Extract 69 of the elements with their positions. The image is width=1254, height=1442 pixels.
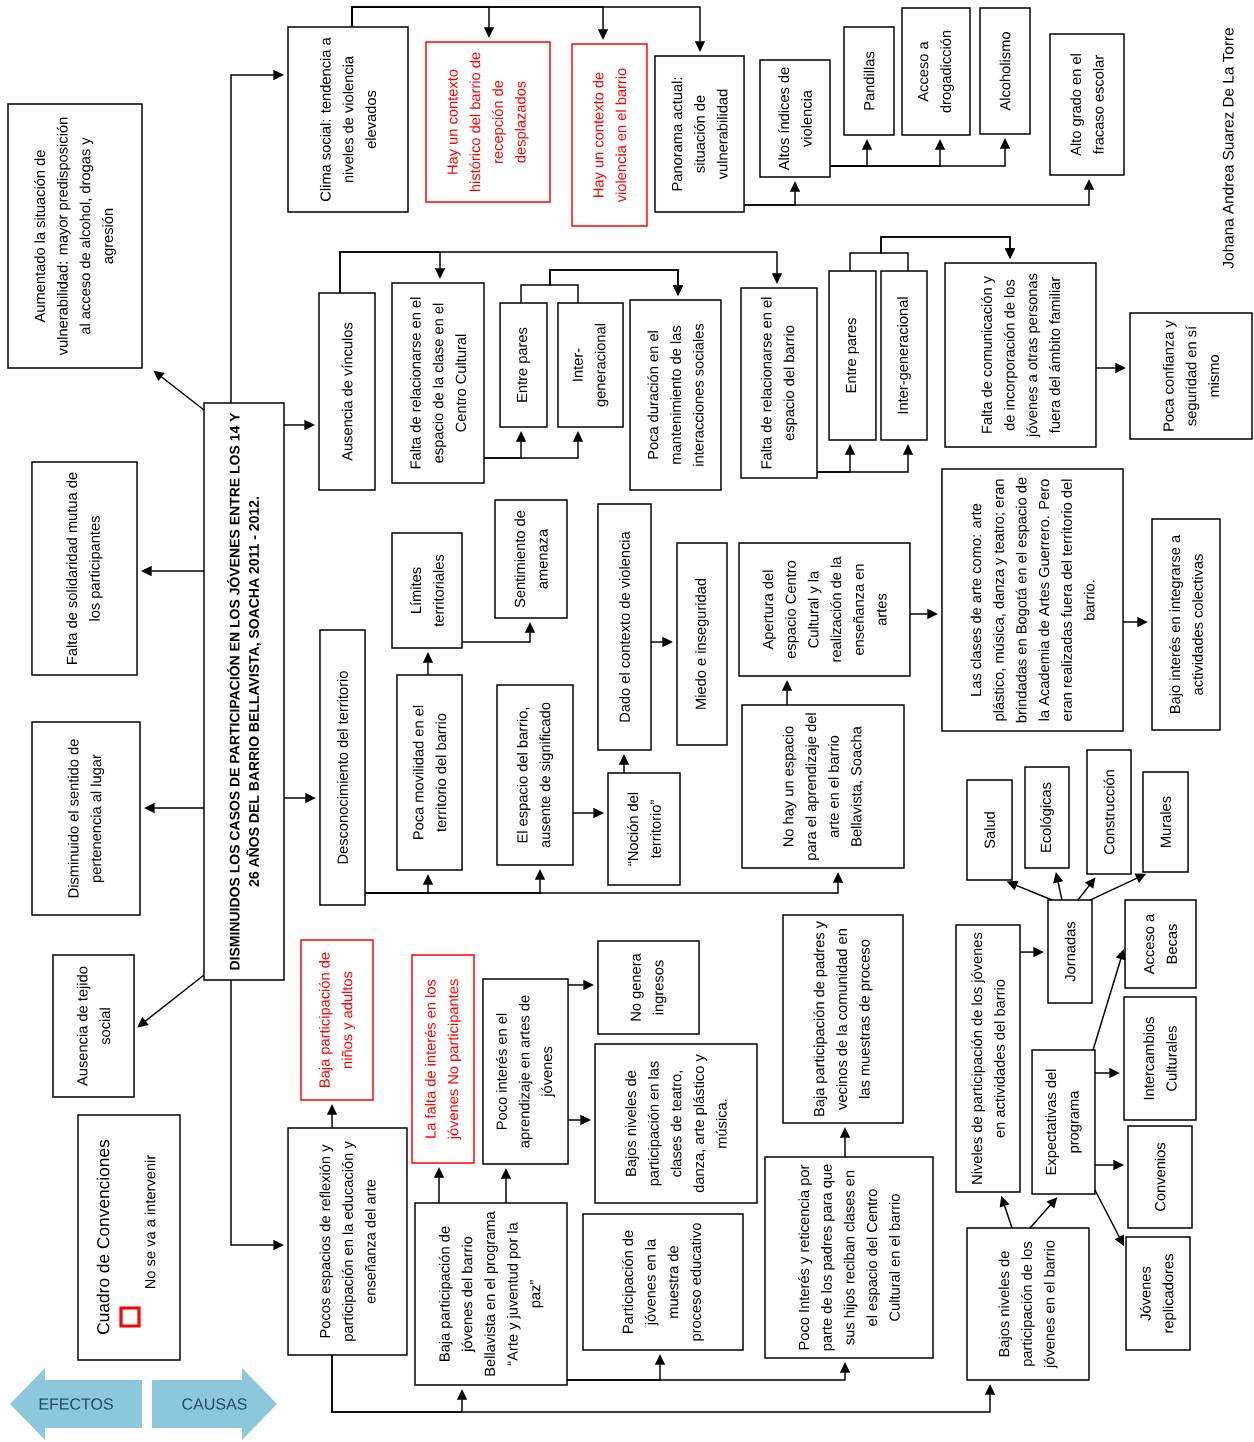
process-box: Poca movilidad en el territorio del barrio (396, 674, 463, 871)
process-box: Hay un contexto histórico del barrio de recepción de desplazados (425, 41, 551, 203)
process-box: Baja participación de padres y vecinos de la comunidad en las muestras de proceso (782, 914, 904, 1124)
arrow (137, 974, 205, 1028)
process-box: Bajo interés en integrarse a actividades colectivas (1151, 518, 1221, 731)
arrow (339, 251, 783, 294)
direction-banner: CAUSAS (152, 1368, 277, 1440)
process-box: Panorama actual: situación de vulnerabilidad (654, 55, 745, 213)
process-box: Poco interés en el aprendizaje en artes de jóvenes (482, 978, 569, 1165)
process-box: Poca duración en el mantenimiento de las interacciones sociales (629, 299, 722, 491)
process-box: Altos índices de violencia (759, 59, 831, 178)
author-name: Johana Andrea Suarez De La Torre (1222, 28, 1234, 269)
process-box: “Noción del territorio” (607, 772, 681, 886)
arrow (153, 370, 205, 411)
process-box: Falta de comunicación y de incorporación de los jóvenes a otras personas fuera del ámbito familiar (944, 262, 1097, 448)
process-box: Construcción (1086, 749, 1132, 875)
process-box: Baja participación de jóvenes del barrio Bellavista en el programa “Arte y juventud por la paz” (414, 1202, 568, 1386)
process-box: Ausencia de vínculos (318, 292, 376, 491)
legend-title: Cuadro de Convenciones (96, 1139, 110, 1334)
process-box: Alto grado en el fracaso escolar (1049, 33, 1125, 176)
process-box: Clima social: tendencia a niveles de violencia elevados (287, 26, 409, 213)
process-box: Convenios (1127, 1125, 1193, 1229)
problem-box: DISMINUIDOS LOS CASOS DE PARTICIPACIÓN EN LOS JÓVENES ENTRE LOS 14 Y 26 AÑOS DEL BARRIO BELLAVISTA, SOACHA 2011 - 2012. (203, 402, 285, 981)
process-box: Apertura del espacio Centro Cultural y la realización de la enseñanza en artes (738, 542, 911, 677)
process-box: Pocos espacios de reflexión y participación en la educación y enseñanza del arte (287, 1127, 408, 1356)
process-box: Sentimiento de amenaza (494, 499, 568, 619)
process-box: Acceso a Becas (1124, 899, 1197, 989)
process-box: Jornadas (1047, 899, 1093, 1004)
process-box: Intercambios Culturales (1123, 996, 1197, 1121)
process-box: No hay un espacio para el aprendizaje del arte en el barrio Bellavista, Soacha (741, 704, 905, 869)
process-box: Dado el contexto de violencia (597, 503, 652, 751)
process-box: Acceso a drogadicción (901, 7, 971, 136)
process-box: Entre pares (499, 302, 548, 428)
process-box: La falta de interés en los jóvenes No participantes (411, 954, 475, 1164)
process-box: Alcoholismo (979, 7, 1031, 135)
process-box: No genera ingresos (597, 940, 700, 1035)
process-box: Expectativas del programa (1031, 1049, 1096, 1195)
process-box: Desconocimiento del territorio (319, 629, 366, 906)
arrow (880, 236, 1016, 272)
effect-box: Disminuido el sentido de pertenencia al lugar (31, 721, 141, 916)
process-box: Poca confianza y seguridad en sí mismo (1129, 312, 1253, 440)
arrow (549, 269, 684, 304)
process-box: Murales (1142, 771, 1189, 873)
process-box: Niveles de participación de los jóvenes en actividades del barrio (955, 924, 1021, 1193)
process-box: Poco Interés y reticencia por parte de los padres para que sus hijos reciban clases en el espacio del Centro Cultural en el barrio (764, 1156, 934, 1359)
process-box: Salud (966, 779, 1013, 881)
effect-box: Falta de solidaridad mutua de los participantes (31, 461, 138, 676)
process-box: Miedo e inseguridad (676, 542, 728, 746)
legend-text: No se va a intervenir (144, 1155, 156, 1289)
process-box: Participación de jóvenes en la muestra de proceso educativo (582, 1213, 744, 1351)
process-box: Inter- generacional (557, 302, 624, 428)
process-box: Baja participación de niños y adultos (300, 939, 374, 1101)
effect-box: Aumentado la situación de vulnerabilidad: mayor predisposición al acceso de alcohol, drogas y agresión (7, 103, 143, 369)
process-box: Entre pares (828, 270, 877, 441)
process-box: El espacio del barrio, ausente de significado (496, 684, 574, 866)
process-box: Pandillas (843, 26, 895, 136)
direction-banner: EFECTOS (10, 1368, 142, 1440)
process-box: Falta de relacionarse en el espacio del barrio (740, 287, 818, 479)
process-box: Límites territoriales (391, 532, 463, 649)
arrow (1077, 877, 1096, 901)
process-box: Jóvenes replicadores (1125, 1236, 1191, 1351)
process-box: Bajos niveles de participación en las clases de teatro, danza, arte plástico y música. (594, 1043, 758, 1204)
process-box: Hay un contexto de violencia en el barrio (571, 43, 648, 227)
process-box: Bajos niveles de participación de los jóvenes en el barrio (966, 1227, 1090, 1381)
process-box: Ecológicas (1024, 766, 1070, 869)
process-box: Inter-generacional (880, 270, 928, 441)
process-box: Las clases de arte como: arte plástico, música, danza y teatro; eran brindadas en Bogotá en el espacio de la Academia de Artes Guerrero. Pero eran realizadas fuera del territorio del barrio. (941, 468, 1124, 732)
process-box: Falta de relacionarse en el espacio de la clase en el Centro Cultural (391, 282, 485, 484)
effect-box: Ausencia de tejido social (52, 954, 135, 1098)
